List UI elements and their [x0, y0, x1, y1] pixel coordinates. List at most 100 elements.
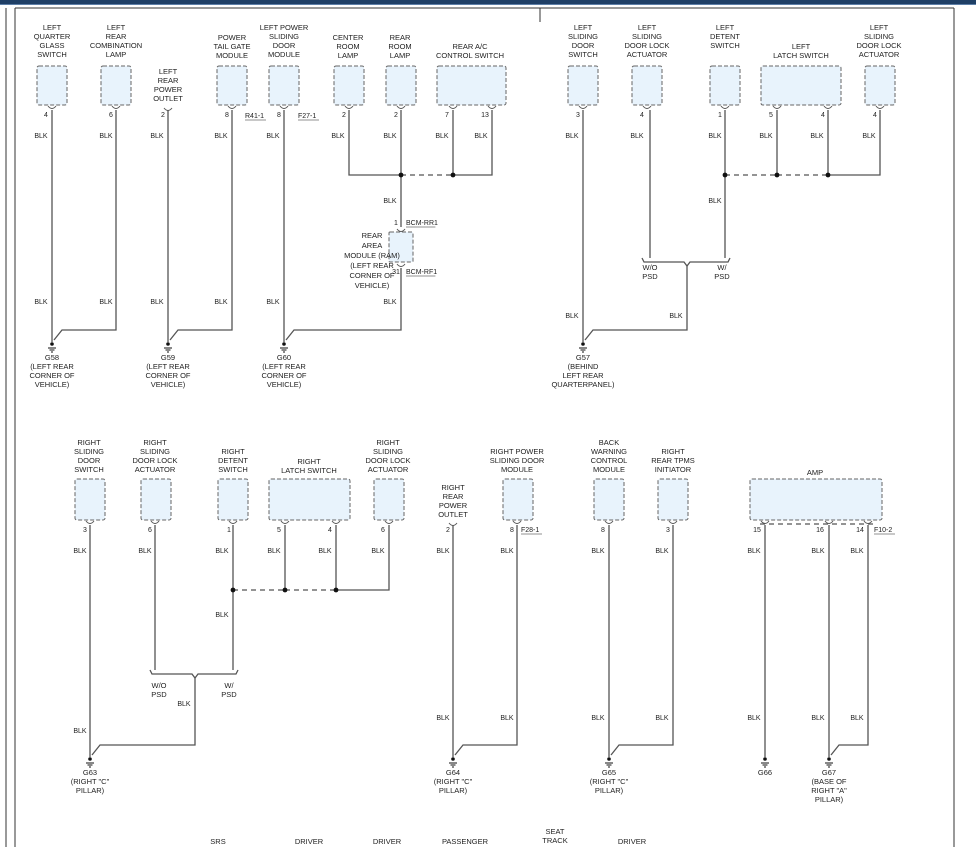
wire — [348, 110, 401, 176]
pin-number: 4 — [640, 112, 644, 119]
right-sliding-door-lock-actuator-label: DOOR LOCK — [132, 456, 177, 465]
center-room-lamp-box — [333, 65, 365, 106]
left-quarter-glass-switch-label: GLASS — [39, 41, 64, 50]
back-warning-control-module-label: WARNING — [591, 447, 627, 456]
pin-number: 14 — [856, 527, 864, 534]
pin-connector-mark — [279, 105, 289, 109]
g57-label: G57 — [576, 353, 590, 362]
right-detent-switch-label: RIGHT — [221, 447, 245, 456]
wire-color-label: BLK — [150, 133, 164, 140]
left-sliding-door-lock-actuator-2-label: LEFT — [870, 23, 889, 32]
right-sliding-door-lock-actuator-2-label: RIGHT — [376, 438, 400, 447]
pin-number: 2 — [446, 527, 450, 534]
g64-ground-node — [451, 757, 455, 761]
pin-number: 15 — [753, 527, 761, 534]
connector-id: BCM-RR1 — [406, 220, 438, 227]
wire — [91, 678, 196, 756]
back-warning-control-module-label: CONTROL — [591, 456, 628, 465]
option-with-psd-label: PSD — [221, 690, 237, 699]
option-with-psd-label: PSD — [714, 272, 730, 281]
wire-color-label: BLK — [630, 133, 644, 140]
option-without-psd-label: W/O — [152, 681, 167, 690]
right-power-sliding-door-module-label: MODULE — [501, 465, 533, 474]
g63-label: PILLAR) — [76, 786, 105, 795]
pin-number: 7 — [445, 112, 449, 119]
rear-area-module-label: AREA — [362, 241, 382, 250]
wire-color-label: BLK — [177, 701, 191, 708]
pin-connector-mark — [642, 105, 652, 109]
amp-label: AMP — [807, 468, 823, 477]
pin-connector-mark — [150, 520, 160, 524]
amp-box — [749, 478, 883, 521]
splice-dot — [774, 172, 780, 178]
right-sliding-door-lock-actuator-label: RIGHT — [143, 438, 167, 447]
power-tail-gate-module-box — [216, 65, 248, 106]
g58-label: CORNER OF — [30, 371, 75, 380]
pin-connector-mark — [512, 520, 522, 524]
left-detent-switch-label: LEFT — [716, 23, 735, 32]
g57-ground-node — [581, 342, 585, 346]
left-detent-switch-label: SWITCH — [710, 41, 740, 50]
left-rear-combination-lamp-label: COMBINATION — [90, 41, 142, 50]
rear-room-lamp-label: LAMP — [390, 51, 410, 60]
g57-label: (BEHIND — [568, 362, 599, 371]
pin-connector-mark — [47, 105, 57, 109]
pin-connector-mark — [163, 107, 173, 111]
splice-dot — [282, 587, 288, 593]
right-rear-tpms-initiator-label: RIGHT — [661, 447, 685, 456]
rear-area-module-label: VEHICLE) — [355, 281, 390, 290]
g63-ground-node — [88, 757, 92, 761]
right-rear-power-outlet-label: RIGHT — [441, 483, 465, 492]
pin-number: 1 — [227, 527, 231, 534]
center-room-lamp-label: CENTER — [333, 33, 364, 42]
wire — [610, 525, 674, 756]
wire-color-label: BLK — [99, 133, 113, 140]
left-rear-combination-lamp-label: LEFT — [107, 23, 126, 32]
left-sliding-door-lock-actuator-label: SLIDING — [632, 32, 662, 41]
left-quarter-glass-switch-label: QUARTER — [34, 32, 71, 41]
wire-color-label: BLK — [215, 612, 229, 619]
right-detent-switch-label: SWITCH — [218, 465, 248, 474]
pin-number: 2 — [342, 112, 346, 119]
g59-label: VEHICLE) — [151, 380, 186, 389]
pin-number: 1 — [394, 220, 398, 227]
pin-connector-mark — [396, 228, 406, 232]
g67-label: G67 — [822, 768, 836, 777]
wire-color-label: BLK — [73, 728, 87, 735]
wire-color-label: BLK — [565, 313, 579, 320]
wire-color-label: BLK — [267, 548, 281, 555]
g66-label: G66 — [758, 768, 772, 777]
left-power-sliding-door-module-label: MODULE — [268, 50, 300, 59]
right-rear-power-outlet-label: OUTLET — [438, 510, 468, 519]
right-sliding-door-lock-actuator-2-label: DOOR LOCK — [365, 456, 410, 465]
pin-connector-mark — [331, 520, 341, 524]
wire-color-label: BLK — [850, 548, 864, 555]
pin-number: 8 — [225, 112, 229, 119]
g66-ground-node — [763, 757, 767, 761]
pin-connector-mark — [875, 105, 885, 109]
left-sliding-door-switch-label: LEFT — [574, 23, 593, 32]
wire — [827, 110, 881, 176]
right-latch-switch-box — [268, 478, 351, 521]
wire-color-label: BLK — [214, 133, 228, 140]
left-sliding-door-switch-box — [567, 65, 599, 106]
right-rear-tpms-initiator-label: REAR TPMS — [651, 456, 695, 465]
left-latch-switch-label: LATCH SWITCH — [773, 51, 829, 60]
g59-label: CORNER OF — [146, 371, 191, 380]
footer-label: DRIVER — [373, 837, 402, 846]
pin-number: 13 — [481, 112, 489, 119]
right-detent-switch-label: DETENT — [218, 456, 248, 465]
g63-label: (RIGHT "C" — [71, 777, 110, 786]
pin-number: 8 — [601, 527, 605, 534]
left-detent-switch-label: DETENT — [710, 32, 740, 41]
splice-dot — [825, 172, 831, 178]
pin-connector-mark — [85, 520, 95, 524]
left-sliding-door-lock-actuator-2-label: ACTUATOR — [859, 50, 900, 59]
center-room-lamp-label: ROOM — [336, 42, 359, 51]
g64-label: G64 — [446, 768, 460, 777]
g63-label: G63 — [83, 768, 97, 777]
right-rear-power-outlet-label: POWER — [439, 501, 468, 510]
right-sliding-door-lock-actuator-2-label: SLIDING — [373, 447, 403, 456]
right-power-sliding-door-module-label: SLIDING DOOR — [490, 456, 545, 465]
rear-area-module-label: CORNER OF — [350, 271, 395, 280]
